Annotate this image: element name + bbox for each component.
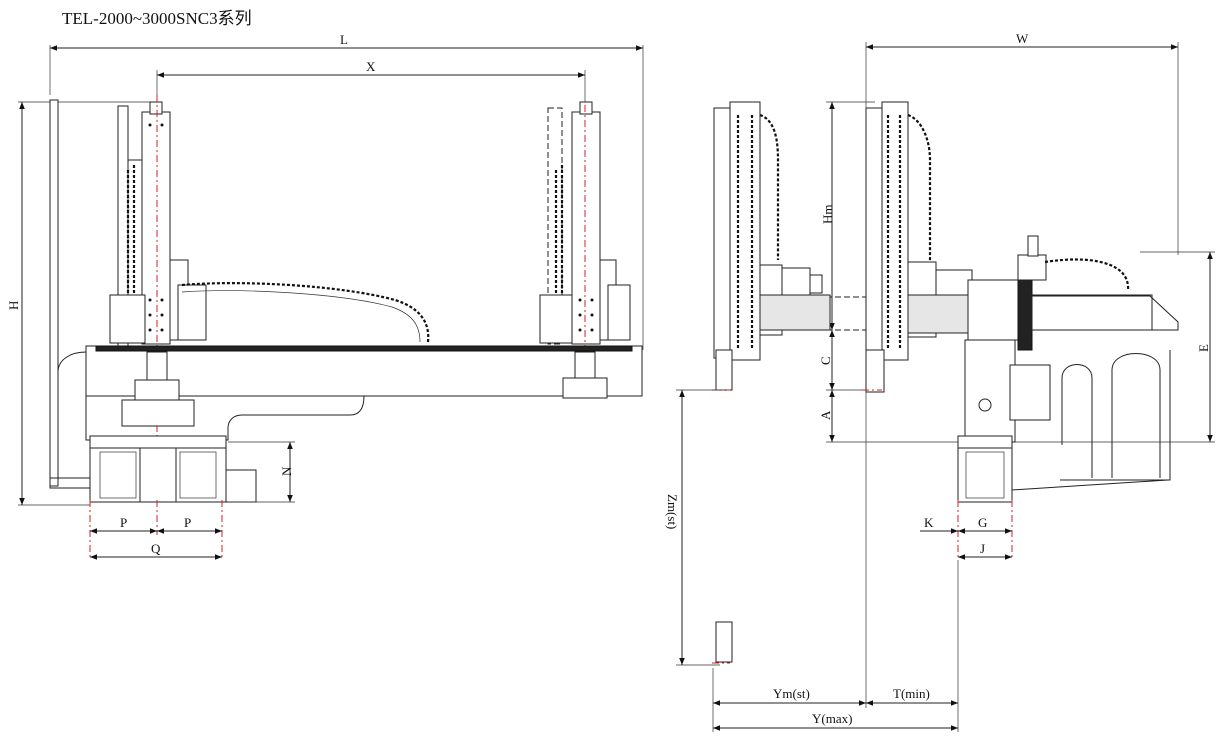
label-N: N <box>279 466 294 476</box>
label-W: W <box>1016 31 1029 46</box>
dimension-X: X <box>156 59 586 105</box>
dimension-H: H <box>6 101 152 506</box>
label-Q: Q <box>151 541 161 556</box>
drag-chain <box>181 282 430 343</box>
left-trolley <box>121 351 195 427</box>
base-support <box>85 395 365 503</box>
dimension-E: E <box>1140 251 1215 442</box>
side-arm-far <box>712 101 831 391</box>
left-column <box>109 95 207 510</box>
dimension-K-G-J: K G J <box>920 515 1012 560</box>
label-K: K <box>924 515 934 530</box>
label-Y: Y(max) <box>812 711 852 726</box>
label-C: C <box>818 356 833 365</box>
label-A: A <box>818 410 833 420</box>
dimension-P-Q: P P Q <box>89 500 223 560</box>
label-T: T(min) <box>893 686 930 701</box>
side-body <box>964 235 1179 481</box>
dimension-Zm: Zm(st) <box>665 389 733 666</box>
label-L: L <box>340 32 348 47</box>
side-base <box>957 435 1169 560</box>
label-P2: P <box>184 515 191 530</box>
dimension-Ym-T-Y: Ym(st) T(min) Y(max) <box>712 390 959 732</box>
front-view: L X H <box>6 32 644 560</box>
label-Ym: Ym(st) <box>773 686 810 701</box>
label-P1: P <box>120 515 127 530</box>
label-E: E <box>1196 344 1211 352</box>
label-J: J <box>980 541 985 556</box>
label-Zm: Zm(st) <box>665 494 680 529</box>
label-Hm: Hm <box>820 205 835 225</box>
side-view: W Hm C A E <box>665 31 1215 732</box>
dimension-W: W <box>865 31 1179 255</box>
right-column <box>539 101 631 355</box>
right-trolley <box>562 351 608 399</box>
label-X: X <box>366 59 376 74</box>
label-G: G <box>978 515 987 530</box>
dimension-N: N <box>228 441 295 503</box>
drawing-title: TEL-2000~3000SNC3系列 <box>62 9 252 28</box>
dimension-L: L <box>49 32 644 350</box>
label-H: H <box>6 301 21 310</box>
side-arm-main <box>862 101 973 393</box>
